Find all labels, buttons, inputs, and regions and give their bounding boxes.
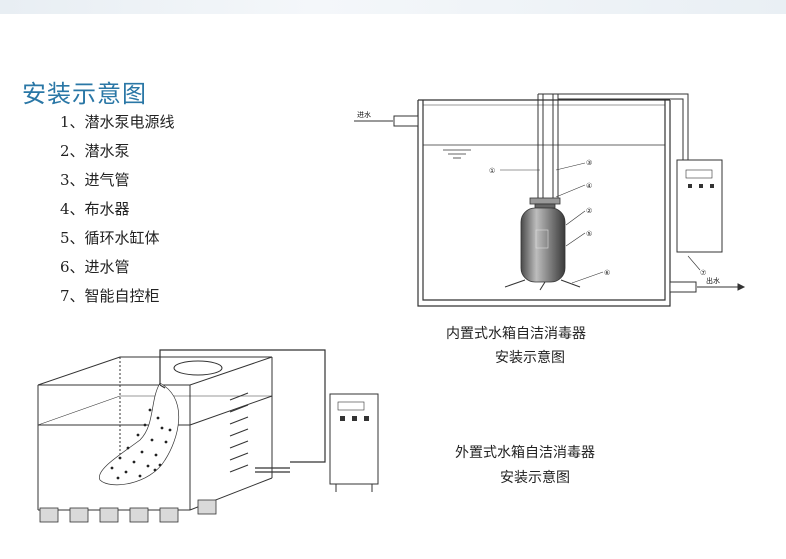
legend-item: 1、潜水泵电源线 xyxy=(60,113,175,131)
legend-item: 6、进水管 xyxy=(60,258,130,276)
legend-item: 3、进气管 xyxy=(60,171,130,189)
callout-2: ② xyxy=(586,207,592,215)
internal-caption-line1: 内置式水箱自洁消毒器 xyxy=(446,326,586,342)
control-cabinet xyxy=(676,159,723,253)
legend-item: 4、布水器 xyxy=(60,200,130,218)
callout-7: ⑦ xyxy=(700,269,706,277)
external-caption-line2: 安装示意图 xyxy=(500,470,570,486)
water-level-mark xyxy=(423,144,665,159)
callout-leaders xyxy=(500,162,701,284)
parts-legend: 1、潜水泵电源线 2、潜水泵 3、进气管 4、布水器 5、循环水缸体 6、进水管… xyxy=(60,111,175,314)
callout-numbers: ① ② ③ ④ ⑤ ⑥ ⑦ xyxy=(489,159,706,277)
tank-walls xyxy=(417,99,671,307)
callout-5: ⑤ xyxy=(586,230,592,238)
inlet-label: 进水 xyxy=(357,110,371,119)
header-band xyxy=(0,0,786,14)
outlet-label: 出水 xyxy=(706,276,720,285)
legend-item: 5、循环水缸体 xyxy=(60,229,160,247)
inlet-pipe xyxy=(354,115,419,127)
callout-1: ① xyxy=(489,167,495,175)
external-caption-line1: 外置式水箱自洁消毒器 xyxy=(455,445,595,461)
distributor xyxy=(529,197,561,209)
circulation-cylinder xyxy=(520,207,566,283)
cylinder-feet xyxy=(504,279,581,291)
callout-4: ④ xyxy=(586,182,592,190)
internal-caption-line2: 安装示意图 xyxy=(495,350,565,366)
callout-6: ⑥ xyxy=(604,269,610,277)
callout-3: ③ xyxy=(586,159,592,167)
legend-item: 2、潜水泵 xyxy=(60,142,130,160)
outlet-pipe xyxy=(669,281,746,293)
page-title: 安装示意图 xyxy=(22,80,147,108)
legend-item: 7、智能自控柜 xyxy=(60,287,160,305)
